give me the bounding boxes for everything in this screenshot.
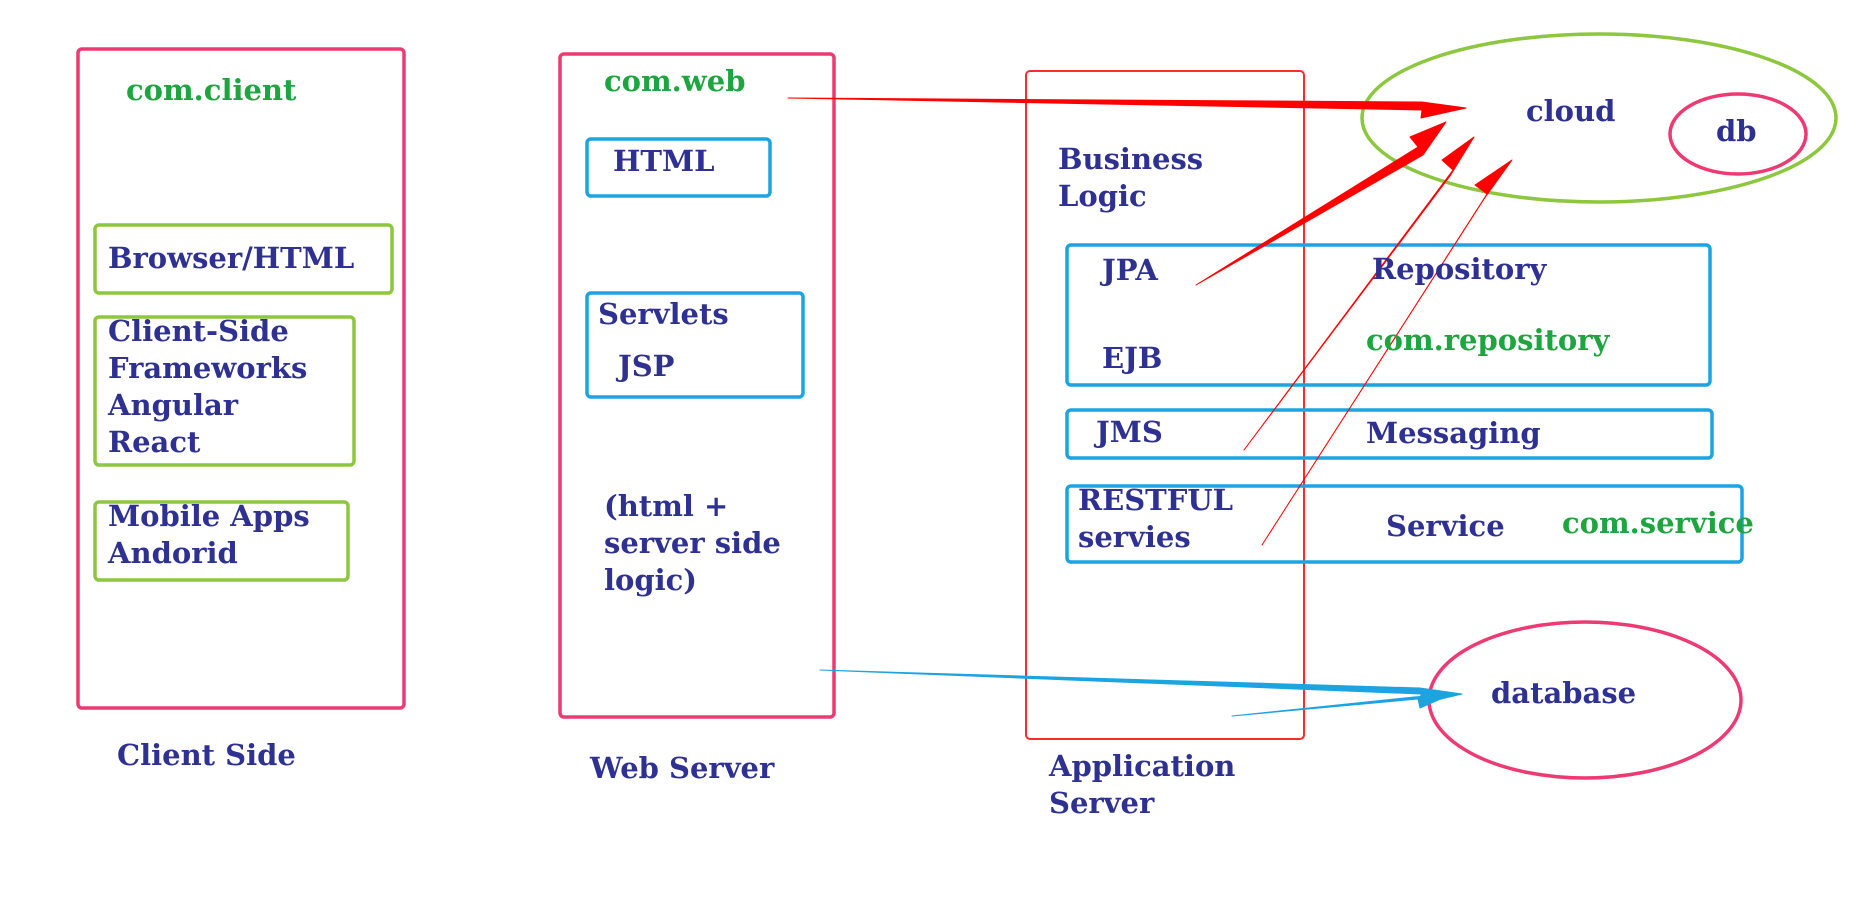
client-side-caption: Client Side [117,738,296,772]
arrow-restful-to-cloud [1261,159,1513,546]
browser-html-label: Browser/HTML [108,241,355,275]
com-service-package: com.service [1562,506,1754,540]
messaging-box [1065,408,1714,460]
business-logic-label: Business Logic [1058,142,1204,213]
jms-label: JMS [1096,415,1163,449]
web-server-caption: Web Server [590,751,775,785]
database-label: database [1491,676,1637,710]
client-frameworks-label: Client-Side Frameworks Angular React [108,314,308,459]
client-frameworks-box [93,315,356,467]
jsp-label: JSP [618,349,675,383]
arrow-app-to-database [1231,693,1453,717]
service-label: Service [1386,509,1505,543]
mobile-apps-label: Mobile Apps Andorid [108,499,310,570]
servlets-label: Servlets [598,297,729,331]
web-server-container [558,52,836,719]
browser-html-box [93,223,394,295]
cloud-label: cloud [1526,94,1616,128]
server-side-logic-note: (html + server side logic) [604,489,781,597]
db-ellipse [1668,92,1808,176]
messaging-label: Messaging [1366,416,1541,450]
repository-label: Repository [1372,252,1547,286]
application-server-container [1025,70,1305,740]
jpa-label: JPA [1102,253,1158,287]
service-box [1065,484,1744,564]
arrow-jms-to-cloud [1243,136,1475,451]
cloud-ellipse [1360,32,1838,204]
com-web-package: com.web [604,64,746,98]
com-client-package: com.client [126,73,297,107]
repository-box [1065,243,1712,387]
client-side-container [76,47,406,710]
com-repository-package: com.repository [1366,323,1610,357]
arrow-web-to-database [819,669,1463,705]
html-box [585,137,772,198]
mobile-apps-box [93,500,350,582]
restful-services-label: RESTFUL servies [1078,483,1233,554]
servlets-jsp-box [585,291,805,399]
arrow-web-to-cloud [787,97,1467,119]
arrow-jpa-to-cloud [1195,121,1447,286]
application-server-caption: Application Server [1049,749,1236,820]
ejb-label: EJB [1102,341,1163,375]
db-label: db [1716,114,1757,148]
html-label: HTML [613,144,715,178]
